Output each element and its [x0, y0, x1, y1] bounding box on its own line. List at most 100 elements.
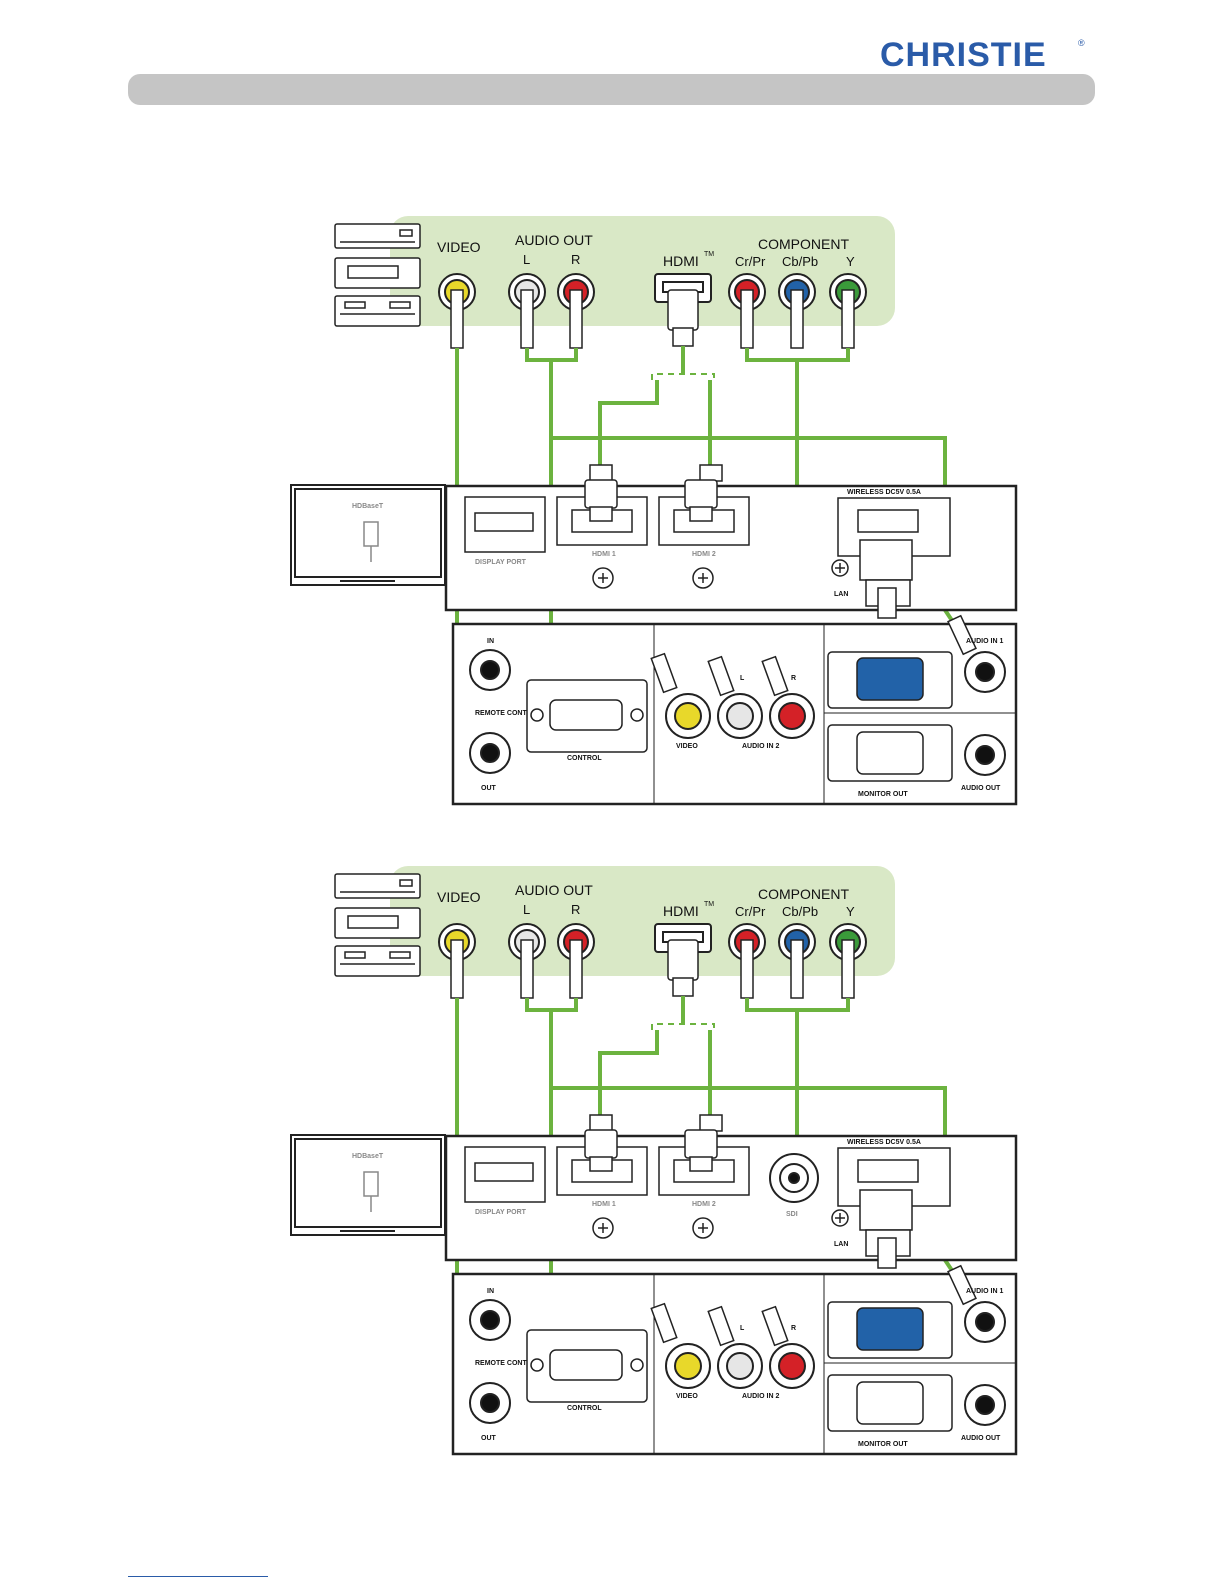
audio-in1-plug — [947, 1264, 977, 1306]
audio-in2-label: AUDIO IN 2 — [742, 743, 779, 750]
audio-in2-r-jack — [769, 1343, 815, 1389]
computer-in-port — [827, 651, 953, 709]
source-plugs — [450, 289, 855, 349]
hdmi1-port — [556, 1146, 648, 1196]
out-label: OUT — [481, 785, 497, 792]
logo-text: CHRISTIE — [880, 36, 1047, 74]
monitor-out-port — [827, 1374, 953, 1432]
sdi-port — [769, 1153, 819, 1203]
lan-screw-icon — [831, 1209, 849, 1227]
audio-r-label: R — [571, 252, 580, 267]
control-port — [526, 1329, 648, 1403]
y-label: Y — [846, 904, 855, 919]
cr-pr-label: Cr/Pr — [735, 904, 766, 919]
remote-control-label: REMOTE CONTROL — [475, 710, 542, 717]
audio-in1-label: AUDIO IN 1 — [966, 638, 1003, 645]
hdbaset-label: HDBaseT — [352, 1153, 384, 1160]
tm-label: TM — [704, 251, 714, 258]
hdmi-plugs — [584, 1114, 723, 1172]
in-label: IN — [487, 638, 494, 645]
audio-in2-l-label: L — [740, 1325, 745, 1332]
connection-diagram-1: VIDEO AUDIO OUT L R HDMI TM COMPONENT Cr… — [290, 216, 1018, 806]
wireless-label: WIRELESS DC5V 0.5A — [847, 1139, 921, 1146]
audio-l-label: L — [523, 252, 530, 267]
display-port — [464, 1146, 546, 1203]
source-panel-bg — [390, 866, 895, 976]
audio-in2-l-label: L — [740, 675, 745, 682]
cb-pb-label: Cb/Pb — [782, 254, 818, 269]
audio-in1-plug — [947, 614, 977, 656]
audio-in2-label: AUDIO IN 2 — [742, 1393, 779, 1400]
registered-mark: ® — [1078, 38, 1085, 48]
out-label: OUT — [481, 1435, 497, 1442]
control-label: CONTROL — [567, 755, 602, 762]
tm-label: TM — [704, 901, 714, 908]
computer-in-port — [827, 1301, 953, 1359]
video-label: VIDEO — [437, 239, 481, 255]
source-devices-icon — [334, 223, 421, 327]
video-in-jack — [665, 1343, 711, 1389]
video-in-jack — [665, 693, 711, 739]
audio-in1-label: AUDIO IN 1 — [966, 1288, 1003, 1295]
audio-in2-r-label: R — [791, 1325, 796, 1332]
hdmi-label: HDMI — [663, 903, 699, 919]
control-label: CONTROL — [567, 1405, 602, 1412]
screw-icon — [592, 1217, 714, 1239]
hdmi-plugs — [584, 464, 723, 522]
header-bar — [128, 74, 1095, 105]
hdmi1-label: HDMI 1 — [592, 551, 616, 558]
remote-out-jack — [469, 732, 511, 774]
display-port — [464, 496, 546, 553]
audio-out-jack — [964, 734, 1006, 776]
audio-r-label: R — [571, 902, 580, 917]
audio-in2-r-jack — [769, 693, 815, 739]
screw-icon — [592, 567, 714, 589]
rj45-icon — [363, 1171, 379, 1212]
video-label: VIDEO — [437, 889, 481, 905]
audio-out-label: AUDIO OUT — [961, 785, 1001, 792]
hdbaset-label: HDBaseT — [352, 503, 384, 510]
hdmi2-label: HDMI 2 — [692, 551, 716, 558]
audio-in2-r-label: R — [791, 675, 796, 682]
y-label: Y — [846, 254, 855, 269]
hdmi-splitter-bracket — [651, 373, 715, 380]
lan-plug — [859, 1189, 913, 1269]
hdbaset-monitor — [290, 1134, 446, 1236]
panel-rca-plugs — [650, 1302, 789, 1347]
audio-in1-jack — [964, 1301, 1006, 1343]
audio-in1-jack — [964, 651, 1006, 693]
cb-pb-label: Cb/Pb — [782, 904, 818, 919]
display-port-label: DISPLAY PORT — [475, 1209, 527, 1216]
audio-in2-l-jack — [717, 693, 763, 739]
source-plugs — [450, 939, 855, 999]
lan-screw-icon — [831, 559, 849, 577]
video-in-label: VIDEO — [676, 743, 698, 750]
in-label: IN — [487, 1288, 494, 1295]
component-label: COMPONENT — [758, 236, 849, 252]
monitor-out-label: MONITOR OUT — [858, 1441, 908, 1448]
remote-in-jack — [469, 649, 511, 691]
audio-l-label: L — [523, 902, 530, 917]
connection-diagram-2: VIDEO AUDIO OUT L R HDMI TM COMPONENT Cr… — [290, 866, 1018, 1456]
audio-out-jack — [964, 1384, 1006, 1426]
lan-label: LAN — [834, 591, 848, 598]
remote-control-label: REMOTE CONTROL — [475, 1360, 542, 1367]
hdmi2-label: HDMI 2 — [692, 1201, 716, 1208]
footer-line — [128, 1576, 268, 1577]
hdmi-splitter-bracket — [651, 1023, 715, 1030]
lan-label: LAN — [834, 1241, 848, 1248]
remote-in-jack — [469, 1299, 511, 1341]
rj45-icon — [363, 521, 379, 562]
monitor-out-label: MONITOR OUT — [858, 791, 908, 798]
source-devices-icon — [334, 873, 421, 977]
cr-pr-label: Cr/Pr — [735, 254, 766, 269]
control-port — [526, 679, 648, 753]
display-port-label: DISPLAY PORT — [475, 559, 527, 566]
monitor-out-port — [827, 724, 953, 782]
video-in-label: VIDEO — [676, 1393, 698, 1400]
hdmi-label: HDMI — [663, 253, 699, 269]
panel-rca-plugs — [650, 652, 789, 697]
hdmi1-label: HDMI 1 — [592, 1201, 616, 1208]
wireless-label: WIRELESS DC5V 0.5A — [847, 489, 921, 496]
christie-logo: CHRISTIE ® — [880, 36, 1085, 74]
